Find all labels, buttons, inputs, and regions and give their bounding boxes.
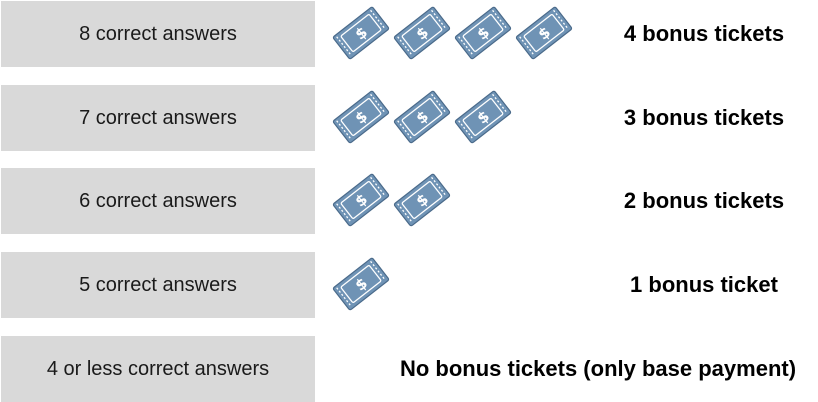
dollar-ticket-icon: $	[332, 6, 390, 60]
correct-answers-label: 4 or less correct answers	[1, 336, 315, 402]
ticket-group: $	[330, 252, 590, 318]
reward-row-4-or-less: 4 or less correct answers No bonus ticke…	[0, 336, 818, 402]
dollar-ticket-icon: $	[393, 6, 451, 60]
reward-row-6: 6 correct answers $$ 2 bonus tickets	[0, 168, 818, 234]
correct-answers-label: 7 correct answers	[1, 85, 315, 151]
reward-row-5: 5 correct answers $ 1 bonus ticket	[0, 252, 818, 318]
dollar-ticket-icon: $	[454, 90, 512, 144]
dollar-ticket-icon: $	[393, 90, 451, 144]
bonus-result-text: 4 bonus tickets	[623, 21, 785, 46]
ticket-group: $$$$	[330, 1, 590, 67]
ticket-group: $$$	[330, 85, 590, 151]
dollar-ticket-icon: $	[454, 6, 512, 60]
bonus-result-text: 2 bonus tickets	[623, 188, 785, 213]
correct-answers-label: 8 correct answers	[1, 1, 315, 67]
bonus-result-text: 1 bonus ticket	[630, 272, 778, 297]
reward-row-7: 7 correct answers $$$ 3 bonus tickets	[0, 85, 818, 151]
dollar-ticket-icon: $	[515, 6, 573, 60]
ticket-group: $$	[330, 168, 590, 234]
dollar-ticket-icon: $	[393, 173, 451, 227]
no-bonus-result-text: No bonus tickets (only base payment)	[399, 356, 797, 381]
dollar-ticket-icon: $	[332, 90, 390, 144]
correct-answers-label: 5 correct answers	[1, 252, 315, 318]
dollar-ticket-icon: $	[332, 257, 390, 311]
bonus-result-text: 3 bonus tickets	[623, 105, 785, 130]
reward-row-8: 8 correct answers $$$$ 4 bonus tickets	[0, 1, 818, 67]
correct-answers-label: 6 correct answers	[1, 168, 315, 234]
dollar-ticket-icon: $	[332, 173, 390, 227]
